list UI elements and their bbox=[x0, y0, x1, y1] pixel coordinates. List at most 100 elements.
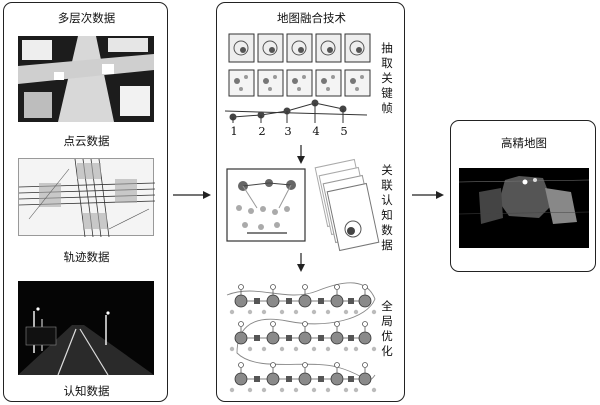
pose-node bbox=[330, 294, 344, 308]
factor-square bbox=[254, 335, 260, 341]
landmark-node bbox=[353, 387, 359, 393]
middle-panel: 地图融合技术 bbox=[216, 2, 405, 402]
label-trajectory-data: 轨迹数据 bbox=[63, 250, 110, 264]
right-panel-title: 高精地图 bbox=[501, 136, 547, 150]
association-graph bbox=[226, 168, 306, 242]
pose-node bbox=[266, 294, 280, 308]
landmark-node bbox=[325, 387, 331, 393]
hd-map-render bbox=[458, 168, 590, 248]
pose-node bbox=[298, 294, 312, 308]
landmark-node bbox=[302, 362, 308, 368]
step-label-extract-keyframes: 抽取关键帧 bbox=[381, 41, 393, 115]
factor-square bbox=[348, 298, 354, 304]
landmark-node bbox=[362, 362, 368, 368]
pose-node bbox=[358, 372, 372, 386]
pose-node bbox=[234, 294, 248, 308]
factor-square bbox=[286, 376, 292, 382]
factor-square bbox=[348, 335, 354, 341]
arrow-down-2 bbox=[297, 253, 305, 272]
landmark-node bbox=[261, 309, 267, 315]
image-cognition-data bbox=[18, 281, 154, 376]
landmark-node bbox=[247, 346, 253, 352]
pose-node bbox=[330, 331, 344, 345]
factor-square bbox=[254, 298, 260, 304]
global-optimization-graph bbox=[226, 282, 377, 393]
keyframe-thumbnails-row1 bbox=[228, 33, 371, 63]
landmark-node bbox=[371, 387, 377, 393]
landmark-node bbox=[270, 321, 276, 327]
landmark-node bbox=[229, 387, 235, 393]
landmark-node bbox=[311, 309, 317, 315]
factor-square bbox=[318, 335, 324, 341]
image-pointcloud-data bbox=[18, 158, 156, 238]
pose-node bbox=[266, 331, 280, 345]
factor-square bbox=[286, 298, 292, 304]
right-panel: 高精地图 bbox=[450, 120, 596, 272]
landmark-node bbox=[229, 346, 235, 352]
landmark-node bbox=[261, 346, 267, 352]
factor-square bbox=[254, 376, 260, 382]
landmark-node bbox=[311, 346, 317, 352]
landmark-node bbox=[311, 387, 317, 393]
keyframe-number-5: 5 bbox=[340, 124, 348, 138]
landmark-node bbox=[343, 346, 349, 352]
pose-node bbox=[330, 372, 344, 386]
landmark-node bbox=[362, 284, 368, 290]
image-multilayer-data bbox=[18, 36, 154, 122]
factor-square bbox=[348, 376, 354, 382]
landmark-node bbox=[279, 387, 285, 393]
factor-square bbox=[286, 335, 292, 341]
night-street-scene bbox=[18, 281, 154, 376]
keyframe-thumbnails-row2 bbox=[228, 69, 371, 97]
pose-node bbox=[266, 372, 280, 386]
landmark-node bbox=[261, 387, 267, 393]
factor-square bbox=[318, 298, 324, 304]
landmark-node bbox=[362, 321, 368, 327]
landmark-node bbox=[293, 346, 299, 352]
landmark-node bbox=[343, 309, 349, 315]
landmark-node bbox=[279, 346, 285, 352]
landmark-node bbox=[325, 309, 331, 315]
landmark-node bbox=[293, 309, 299, 315]
landmark-node bbox=[334, 284, 340, 290]
pose-node bbox=[234, 331, 248, 345]
label-pointcloud-data: 点云数据 bbox=[63, 134, 110, 148]
landmark-node bbox=[293, 387, 299, 393]
factor-square bbox=[318, 376, 324, 382]
intersection-lane-map bbox=[18, 158, 156, 238]
step-label-global-optimization: 全局优化 bbox=[381, 299, 393, 358]
step-label-associate-cognition: 关联认知数据 bbox=[381, 163, 393, 252]
landmark-node bbox=[238, 362, 244, 368]
pose-node bbox=[358, 294, 372, 308]
landmark-node bbox=[302, 284, 308, 290]
pose-node bbox=[298, 372, 312, 386]
keyframe-timeline bbox=[224, 99, 368, 123]
label-cognition-data: 认知数据 bbox=[63, 384, 110, 398]
pose-node bbox=[298, 331, 312, 345]
stacked-cognition-frames bbox=[314, 158, 380, 252]
keyframe-number-3: 3 bbox=[284, 124, 292, 138]
keyframe-graphics bbox=[224, 33, 380, 393]
landmark-node bbox=[334, 321, 340, 327]
landmark-node bbox=[270, 362, 276, 368]
aerial-road-scene bbox=[18, 36, 154, 122]
pose-node bbox=[358, 331, 372, 345]
arrow-down-1 bbox=[297, 145, 305, 164]
pose-node bbox=[234, 372, 248, 386]
landmark-node bbox=[302, 321, 308, 327]
landmark-node bbox=[343, 387, 349, 393]
landmark-node bbox=[353, 309, 359, 315]
left-panel: 多层次数据 点云数据 bbox=[3, 2, 168, 402]
landmark-node bbox=[238, 284, 244, 290]
landmark-node bbox=[279, 309, 285, 315]
landmark-node bbox=[353, 346, 359, 352]
landmark-node bbox=[247, 309, 253, 315]
landmark-node bbox=[229, 309, 235, 315]
label-multilayer-data: 多层次数据 bbox=[57, 11, 116, 25]
landmark-node bbox=[371, 346, 377, 352]
landmark-node bbox=[371, 309, 377, 315]
keyframe-number-2: 2 bbox=[258, 124, 266, 138]
keyframe-number-1: 1 bbox=[230, 124, 238, 138]
landmark-node bbox=[325, 346, 331, 352]
landmark-node bbox=[270, 284, 276, 290]
